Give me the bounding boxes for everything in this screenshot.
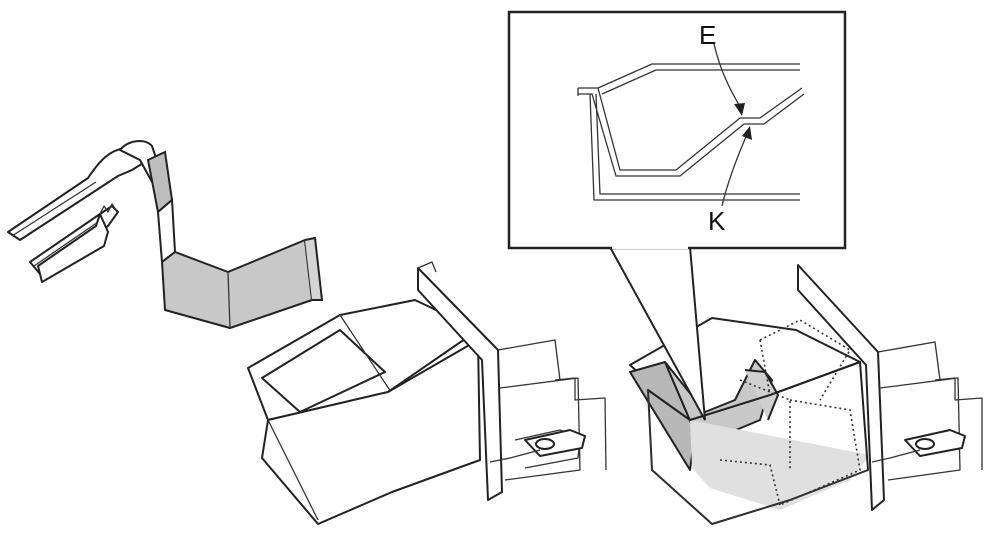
- clip-icon: [489, 429, 586, 463]
- pliers-icon: [7, 140, 163, 283]
- bin-left: [247, 261, 607, 525]
- clip-icon: [871, 429, 966, 463]
- label-k: K: [708, 206, 726, 236]
- label-e: E: [699, 20, 716, 50]
- callout: E K: [507, 10, 847, 421]
- arrow-k: [721, 126, 752, 207]
- arrow-e: [713, 43, 745, 116]
- profile-section: [577, 63, 805, 201]
- bent-part: [146, 150, 324, 329]
- bin-right: [629, 264, 983, 525]
